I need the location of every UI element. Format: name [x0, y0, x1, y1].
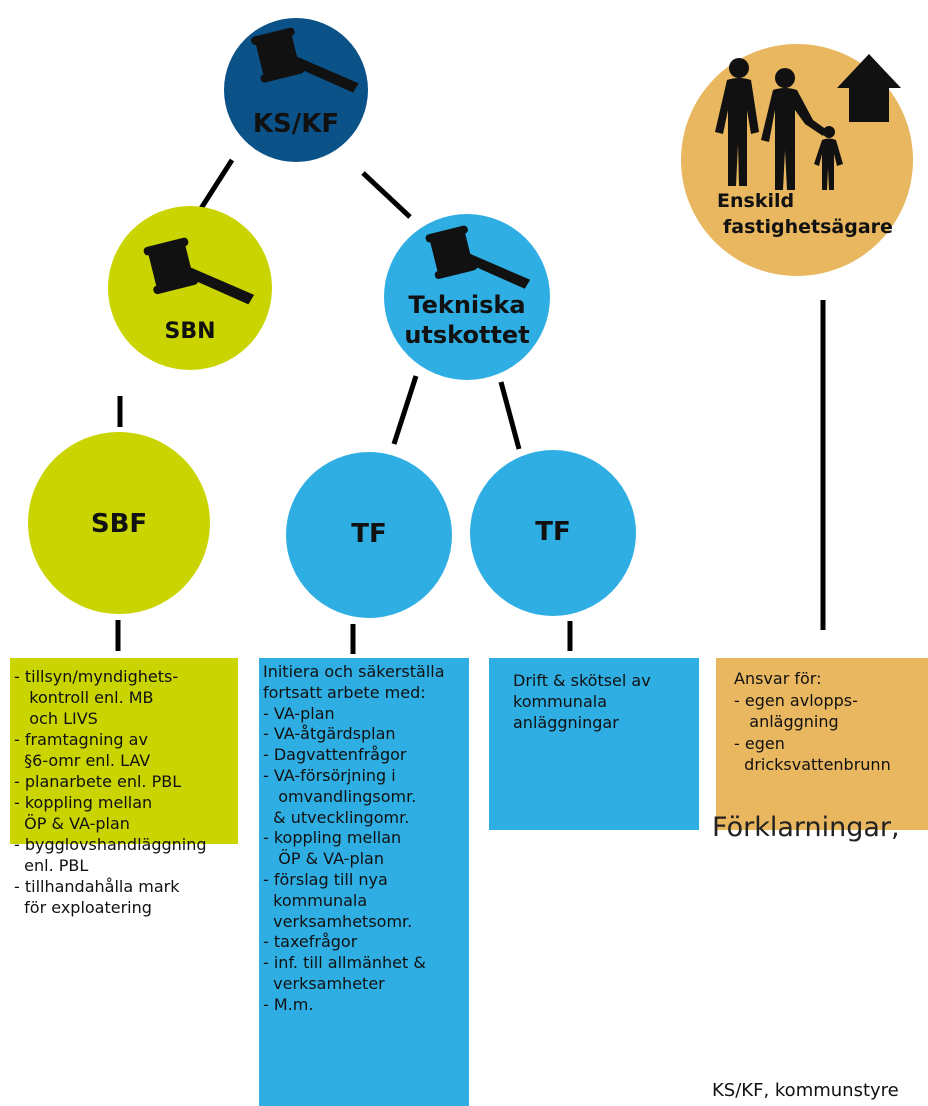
node-sbn: SBN: [108, 206, 272, 370]
connector-tekniska-tf1: [391, 375, 419, 445]
node-ks-kf-label: KS/KF: [252, 109, 340, 139]
box-line: - koppling mellan: [263, 828, 402, 848]
node-owner-label-1: Enskild: [717, 190, 795, 212]
box-line: - inf. till allmänhet &: [263, 953, 426, 973]
box-line: dricksvattenbrunn: [734, 755, 891, 774]
responsibility-box-sbf: - tillsyn/myndighets- kontroll enl. MB o…: [10, 658, 238, 917]
box-line: verksamhetsomr.: [263, 911, 413, 931]
responsibility-box-tf-2: Drift & skötsel av kommunala anläggningar: [489, 658, 699, 830]
node-tekniska-label-2: utskottet: [404, 321, 530, 349]
node-sbf: SBF: [28, 432, 210, 614]
box-line: ÖP & VA-plan: [14, 814, 130, 833]
box-line: - tillhandahålla mark: [14, 877, 180, 896]
box-line: §6-omr enl. LAV: [14, 751, 151, 770]
node-enskild-fastighetsagare: Enskild fastighetsägare: [681, 44, 913, 276]
box-line: anläggning: [734, 712, 839, 731]
node-tf-1: TF: [286, 452, 452, 618]
box-line: & utvecklingomr.: [263, 807, 410, 827]
box-line: kommunala: [513, 692, 607, 711]
box-line: - framtagning av: [14, 730, 148, 749]
box-line: kommunala: [263, 890, 368, 910]
box-line: och LIVS: [14, 709, 98, 728]
box-line: - VA-åtgärdsplan: [263, 724, 396, 744]
box-line: - Dagvattenfrågor: [263, 745, 407, 765]
box-line: - förslag till nya: [263, 869, 388, 889]
box-line: Ansvar för:: [734, 669, 822, 688]
node-owner-label-2: fastighetsägare: [723, 216, 893, 238]
responsibility-box-owner: Ansvar för: - egen avlopps- anläggning - e…: [716, 658, 928, 830]
box-line: verksamheter: [263, 973, 385, 993]
gavel-icon: [143, 237, 255, 305]
box-line: - VA-försörjning i: [263, 765, 396, 785]
box-line: - bygglovshandläggning: [14, 835, 207, 854]
box-line: - M.m.: [263, 994, 314, 1014]
box-line: för exploatering: [14, 898, 152, 917]
node-tf-2-label: TF: [535, 517, 571, 547]
box-line: anläggningar: [513, 713, 619, 732]
node-tekniska-utskottet: Tekniska utskottet: [384, 214, 550, 380]
box-line: - VA-plan: [263, 703, 335, 723]
box-line: ÖP & VA-plan: [263, 849, 384, 869]
explanations-title: Förklarningar,: [712, 812, 900, 843]
box-line: - egen avlopps-: [734, 690, 858, 710]
node-sbn-label: SBN: [164, 319, 216, 344]
box-line: - taxefrågor: [263, 932, 358, 952]
box-line: enl. PBL: [14, 856, 89, 875]
node-tf-2: TF: [470, 450, 636, 616]
box-line: Initiera och säkerställa: [263, 662, 445, 681]
box-line: fortsatt arbete med:: [263, 682, 426, 702]
gavel-icon: [251, 27, 359, 93]
connector-ks-tekniska: [361, 171, 412, 219]
node-tf-1-label: TF: [351, 519, 387, 549]
box-line: - tillsyn/myndighets-: [14, 667, 179, 686]
node-ks-kf: KS/KF: [224, 18, 368, 162]
explanations-first-entry: KS/KF, kommunstyre: [712, 1080, 899, 1101]
box-line: - planarbete enl. PBL: [14, 772, 182, 791]
box-line: Drift & skötsel av: [513, 671, 651, 690]
node-sbf-label: SBF: [90, 509, 148, 539]
box-line: omvandlingsomr.: [263, 786, 417, 806]
connector-ks-sbn: [197, 158, 235, 212]
connector-tekniska-tf2: [498, 381, 522, 450]
box-line: kontroll enl. MB: [14, 688, 154, 707]
box-line: - egen: [734, 733, 785, 753]
family-house-icon: [715, 54, 901, 190]
node-tekniska-label-1: Tekniska: [408, 291, 526, 319]
gavel-icon: [425, 225, 531, 289]
box-line: - koppling mellan: [14, 793, 153, 812]
